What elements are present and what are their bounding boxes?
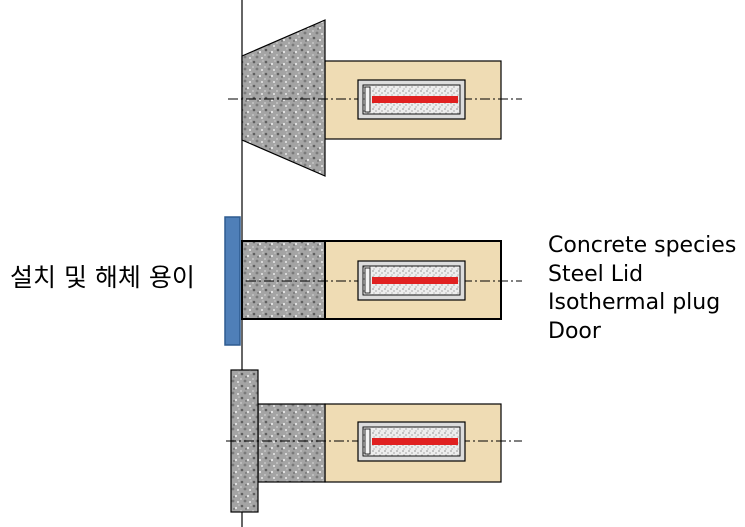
legend: Concrete species Steel Lid Isothermal pl… xyxy=(548,232,736,346)
concrete-block-middle xyxy=(241,240,326,320)
bottom-assembly xyxy=(226,369,522,513)
heater-rod-top xyxy=(372,96,458,103)
door-panel xyxy=(224,216,241,346)
concrete-block-bottom xyxy=(257,403,326,483)
legend-item-steel-lid: Steel Lid xyxy=(548,261,644,287)
heater-rod-bottom xyxy=(372,438,458,445)
middle-assembly xyxy=(224,216,522,346)
side-label: 설치 및 해체 용이 xyxy=(10,263,195,292)
steel-box-top xyxy=(357,79,466,120)
steel-box-middle xyxy=(357,260,466,301)
heater-rod-middle xyxy=(372,277,458,284)
top-assembly xyxy=(228,19,522,177)
steel-box-bottom xyxy=(357,421,466,462)
concrete-cone-top xyxy=(241,19,326,177)
legend-item-concrete: Concrete species xyxy=(548,233,737,258)
legend-item-door: Door xyxy=(548,318,601,344)
legend-item-isothermal-plug: Isothermal plug xyxy=(548,290,721,315)
